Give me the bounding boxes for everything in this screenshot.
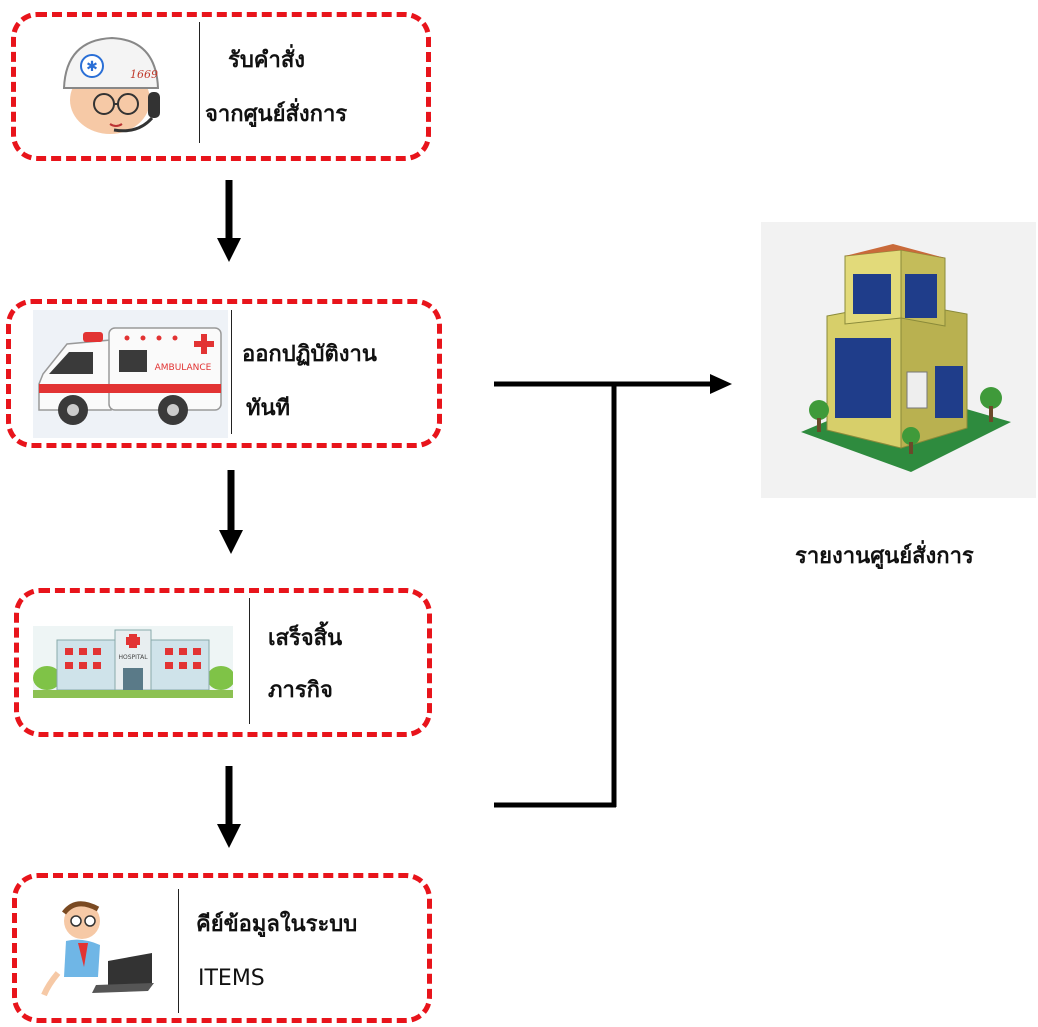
down-arrow-1 (217, 180, 241, 262)
ambulance-icon: AMBULANCE (33, 310, 228, 438)
svg-text:HOSPITAL: HOSPITAL (118, 654, 148, 661)
step-3-label-line1: เสร็จสิ้น (268, 626, 343, 651)
step-2-label-line1: ออกปฏิบัติงาน (242, 342, 377, 367)
report-label: รายงานศูนย์สั่งการ (795, 544, 974, 569)
step-divider (249, 598, 250, 724)
step-divider (231, 310, 232, 434)
typing-laptop-icon (40, 893, 160, 1003)
step-box-mission-complete (14, 588, 432, 737)
step-divider (178, 889, 179, 1013)
svg-text:✱: ✱ (86, 59, 98, 75)
down-arrow-2 (219, 470, 243, 554)
connector-to-report (494, 374, 732, 808)
hospital-icon: HOSPITAL (33, 626, 235, 698)
step-4-label-line1: คีย์ข้อมูลในระบบ (196, 912, 358, 937)
svg-text:1669: 1669 (130, 68, 158, 81)
step-box-receive-order (11, 12, 431, 161)
report-building-panel (761, 222, 1036, 498)
step-box-enter-data (12, 873, 432, 1023)
step-1-label-line2: จากศูนย์สั่งการ (205, 102, 348, 127)
building-icon (801, 244, 1011, 472)
svg-text:AMBULANCE: AMBULANCE (155, 363, 212, 373)
step-box-dispatch (6, 299, 442, 448)
down-arrow-3 (217, 766, 241, 848)
step-3-label-line2: ภารกิจ (268, 678, 333, 703)
step-1-label-line1: รับคำสั่ง (228, 48, 306, 73)
dispatcher-headset-icon: ✱ 1669 (52, 30, 164, 140)
step-divider (199, 22, 200, 143)
step-2-label-line2: ทันที (246, 396, 291, 421)
step-4-label-line2: ITEMS (198, 966, 265, 991)
